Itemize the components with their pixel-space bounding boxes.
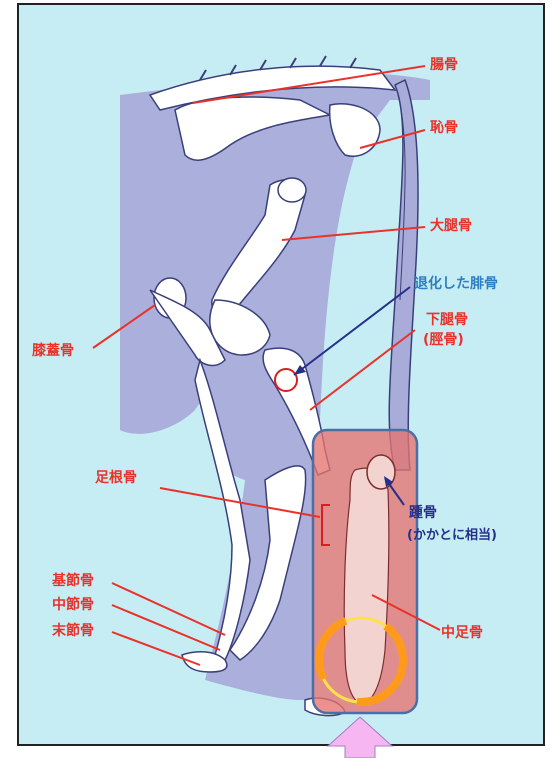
label-metatarsal: 中足骨 xyxy=(441,625,483,642)
label-calcaneus-sub: (かかとに相当) xyxy=(407,527,497,544)
calcaneus-bone xyxy=(367,455,395,489)
label-proximal-phalanx: 基節骨 xyxy=(52,573,94,590)
label-patella: 膝蓋骨 xyxy=(32,343,74,360)
label-tibia-sub: (脛骨) xyxy=(423,332,464,349)
label-tarsal: 足根骨 xyxy=(95,470,137,487)
label-pubis: 恥骨 xyxy=(430,120,458,137)
upward-arrow-icon xyxy=(328,717,392,758)
label-ilium: 腸骨 xyxy=(430,57,458,74)
label-calcaneus: 踵骨 xyxy=(409,505,437,522)
label-tibia: 下腿骨 xyxy=(426,312,468,329)
label-middle-phalanx: 中節骨 xyxy=(52,597,94,614)
label-femur: 大腿骨 xyxy=(430,218,472,235)
label-distal-phalanx: 末節骨 xyxy=(52,623,94,640)
label-vestigial-fibula: 退化した腓骨 xyxy=(414,276,498,293)
